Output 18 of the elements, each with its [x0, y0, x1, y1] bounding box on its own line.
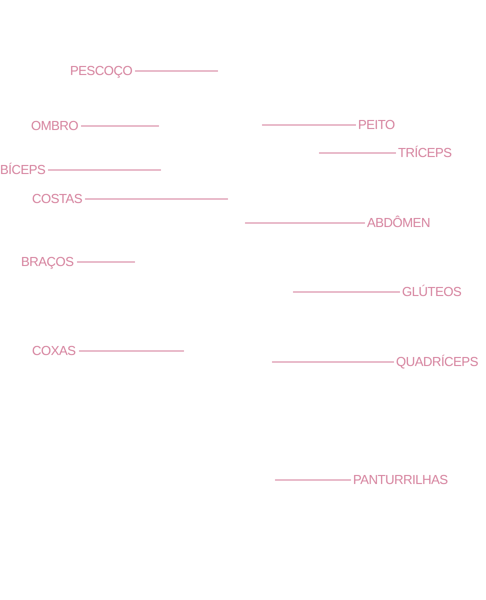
- leader-line: [84, 198, 228, 200]
- leader-line: [78, 350, 184, 352]
- leader-line: [262, 124, 356, 126]
- part-label: COXAS: [32, 343, 76, 359]
- part-label: PEITO: [358, 117, 395, 133]
- part-label: BÍCEPS: [0, 162, 46, 178]
- part-label: COSTAS: [32, 191, 82, 207]
- part-label: ABDÔMEN: [367, 215, 430, 231]
- part-label: TRÍCEPS: [398, 145, 452, 161]
- part-label: GLÚTEOS: [402, 284, 462, 300]
- leader-line: [134, 70, 218, 72]
- part-label: PANTURRILHAS: [353, 472, 448, 488]
- part-label: PESCOÇO: [70, 63, 132, 79]
- part-label: QUADRÍCEPS: [396, 354, 478, 370]
- leader-line: [318, 152, 396, 154]
- leader-line: [244, 222, 366, 224]
- part-label: OMBRO: [31, 118, 78, 134]
- part-label: BRAÇOS: [21, 254, 74, 270]
